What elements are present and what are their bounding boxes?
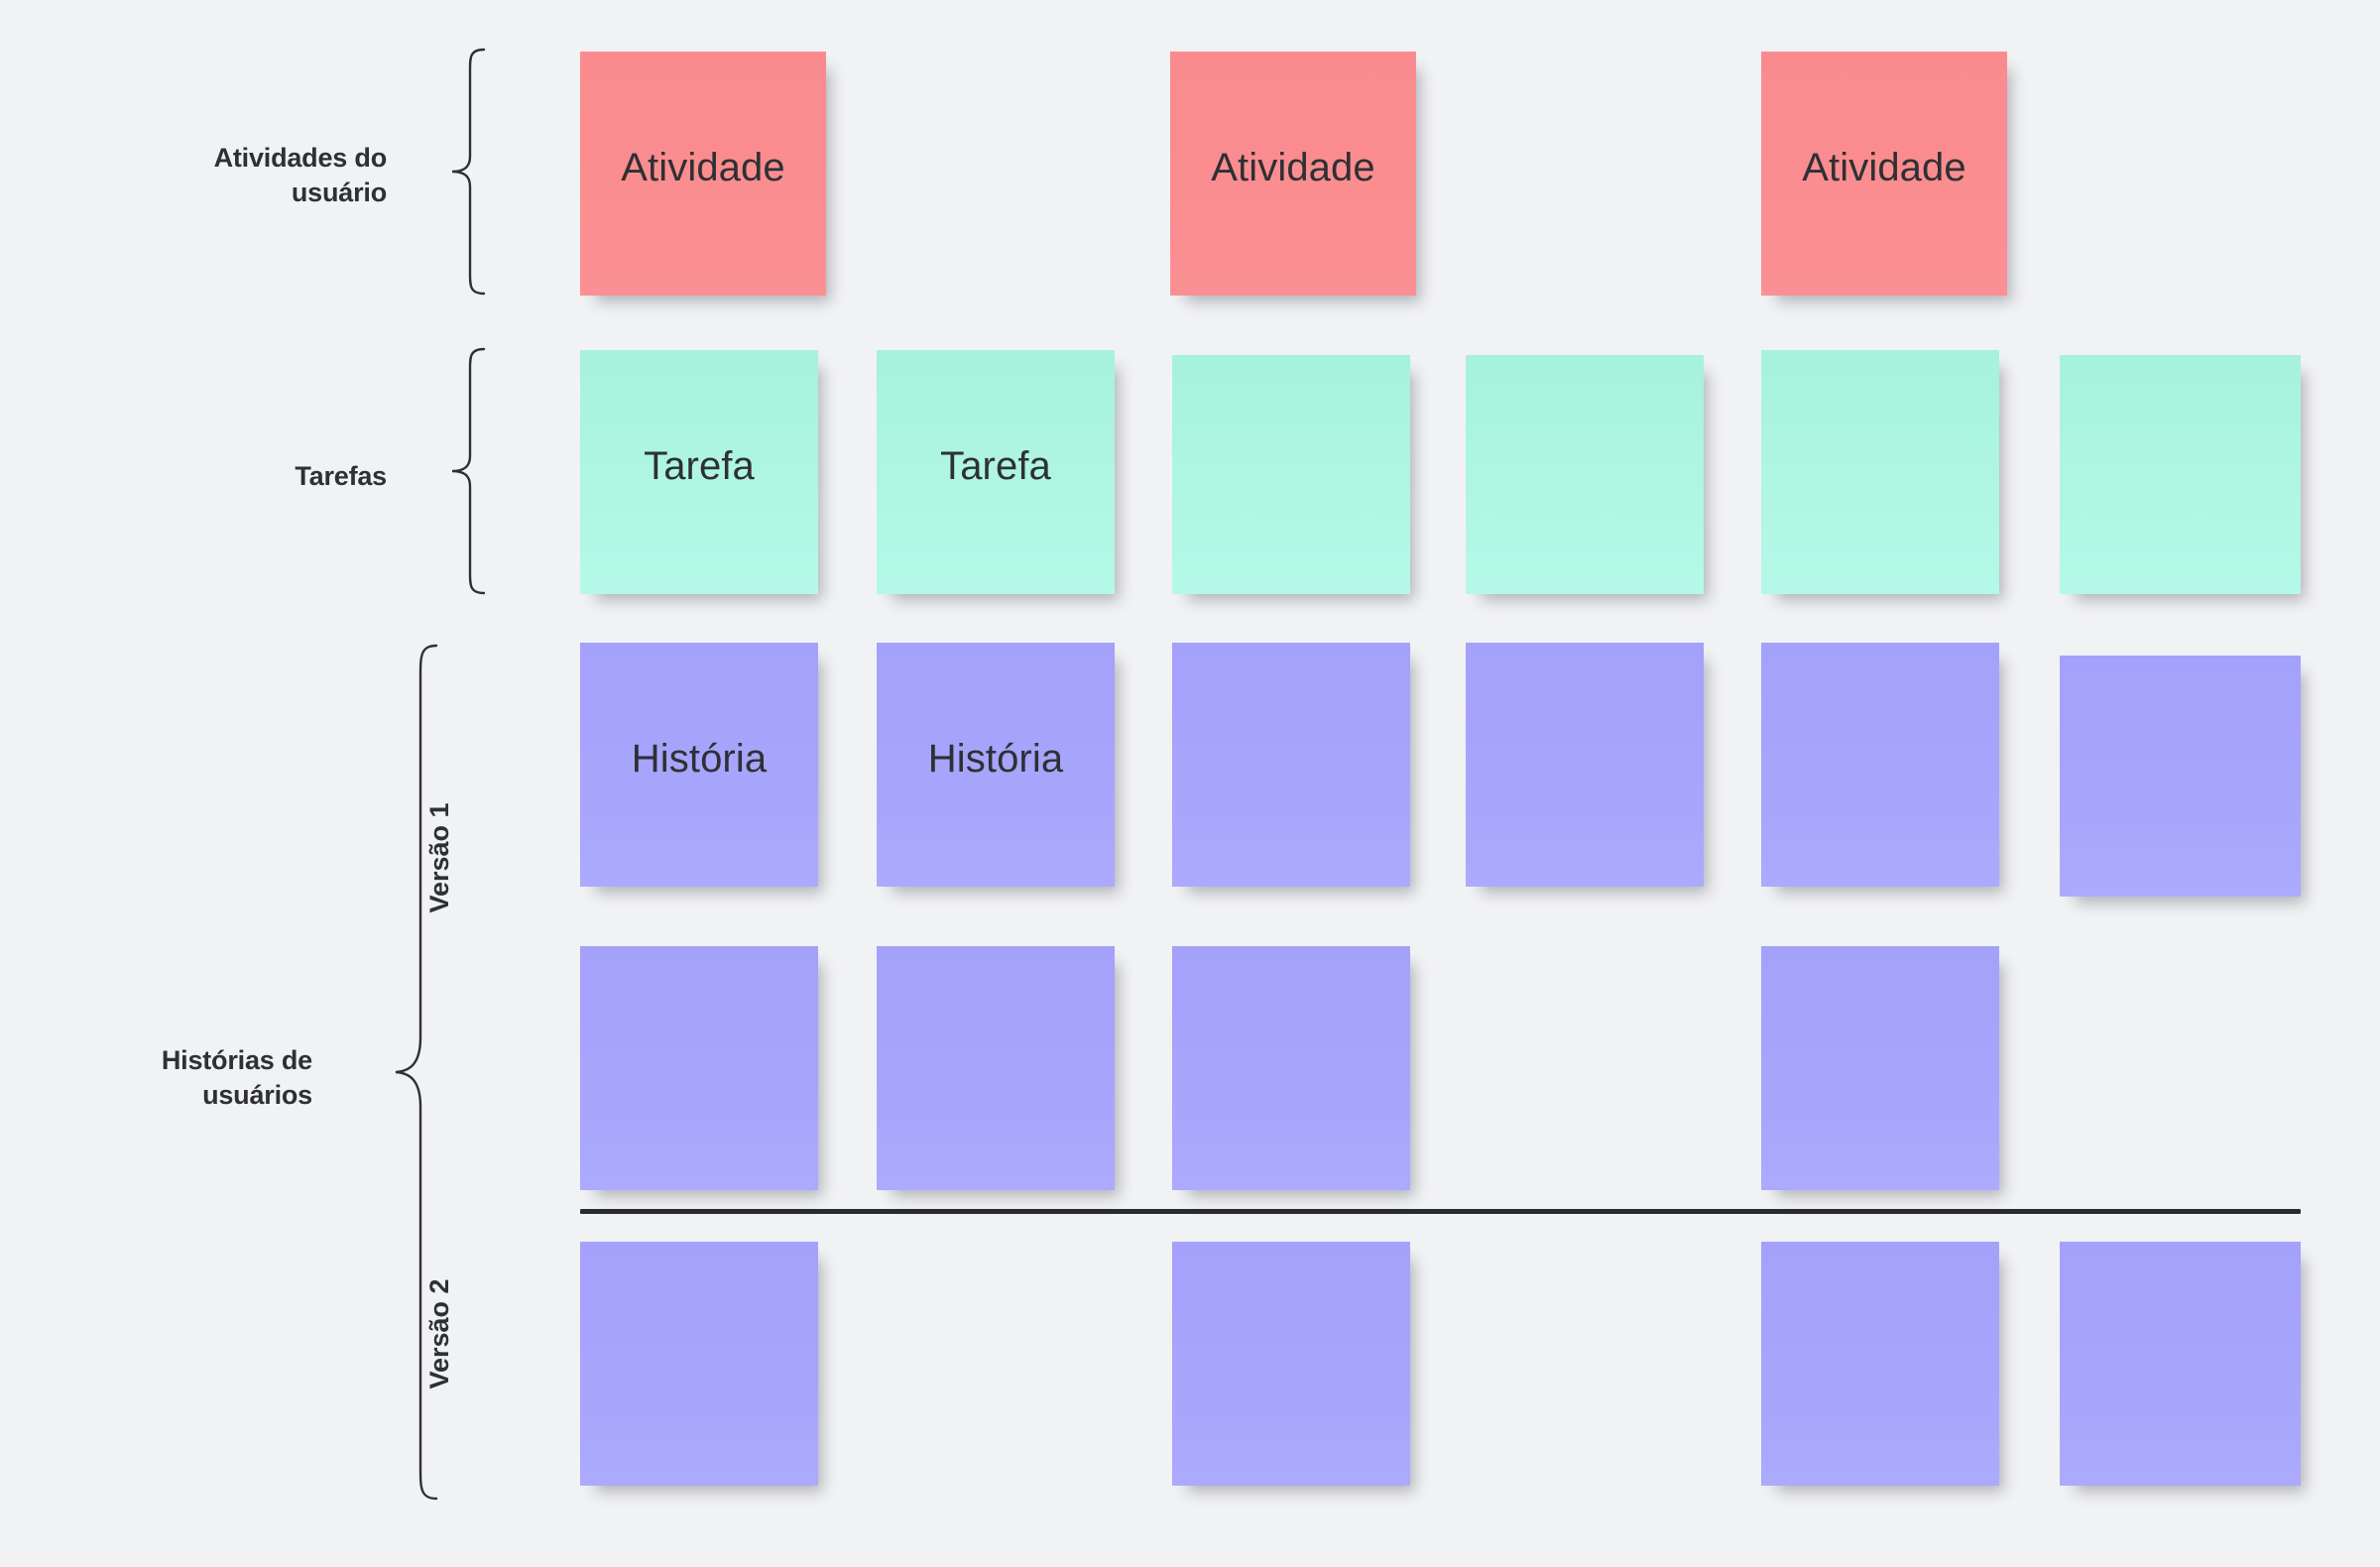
note-story-r1-c6[interactable]	[2060, 656, 2301, 897]
note-story-r2-c1[interactable]	[580, 946, 818, 1190]
version-divider	[580, 1209, 2301, 1214]
note-label: Atividade	[621, 145, 785, 189]
note-story-r2-c2[interactable]	[877, 946, 1115, 1190]
note-label: Atividade	[1802, 145, 1966, 189]
note-task-4[interactable]	[1466, 355, 1704, 594]
version-label-2: Versão 2	[424, 1278, 454, 1389]
note-story-r2-c5[interactable]	[1761, 946, 1999, 1190]
note-task-6[interactable]	[2060, 355, 2301, 594]
version-label-1: Versão 1	[424, 802, 454, 913]
brace-stories	[395, 644, 438, 1501]
note-story-r3-c1[interactable]	[580, 1242, 818, 1486]
note-story-r3-c5[interactable]	[1761, 1242, 1999, 1486]
note-label: História	[631, 736, 768, 781]
note-activity-2[interactable]: Atividade	[1170, 52, 1416, 296]
note-task-5[interactable]	[1761, 350, 1999, 594]
note-story-r1-c1[interactable]: História	[580, 643, 818, 887]
note-task-1[interactable]: Tarefa	[580, 350, 818, 594]
brace-tasks	[451, 347, 486, 595]
note-story-r1-c5[interactable]	[1761, 643, 1999, 887]
note-label: Tarefa	[940, 443, 1051, 488]
note-story-r3-c6[interactable]	[2060, 1242, 2301, 1486]
note-story-r2-c3[interactable]	[1172, 946, 1410, 1190]
note-task-3[interactable]	[1172, 355, 1410, 594]
note-story-r1-c2[interactable]: História	[877, 643, 1115, 887]
note-label: História	[927, 736, 1064, 781]
note-task-2[interactable]: Tarefa	[877, 350, 1115, 594]
note-label: Atividade	[1211, 145, 1375, 189]
note-activity-1[interactable]: Atividade	[580, 52, 826, 296]
row-label-activities: Atividades do usuário	[213, 143, 388, 207]
note-story-r1-c3[interactable]	[1172, 643, 1410, 887]
row-label-stories: Histórias de usuários	[161, 1045, 312, 1110]
note-activity-3[interactable]: Atividade	[1761, 52, 2007, 296]
note-label: Tarefa	[644, 443, 755, 488]
note-story-r1-c4[interactable]	[1466, 643, 1704, 887]
brace-activities	[451, 48, 486, 296]
note-story-r3-c3[interactable]	[1172, 1242, 1410, 1486]
row-label-tasks: Tarefas	[295, 461, 387, 491]
